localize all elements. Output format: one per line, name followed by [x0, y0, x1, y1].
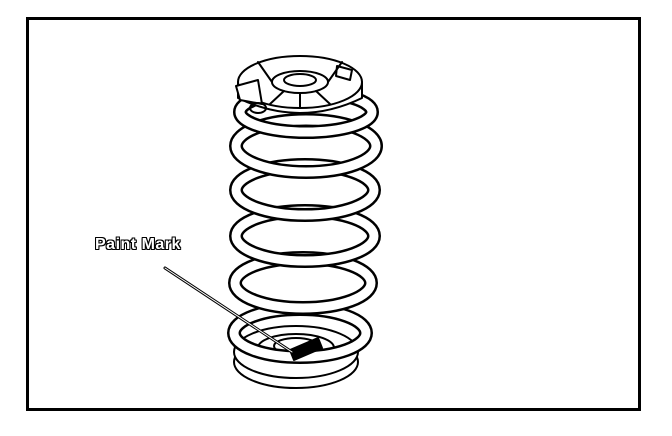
- coil-turn: [229, 113, 383, 179]
- paint-mark-label: Paint Mark: [95, 236, 181, 253]
- upper-spring-seat: [235, 55, 363, 114]
- paint-mark: [289, 337, 323, 361]
- spring-coils: [227, 85, 383, 364]
